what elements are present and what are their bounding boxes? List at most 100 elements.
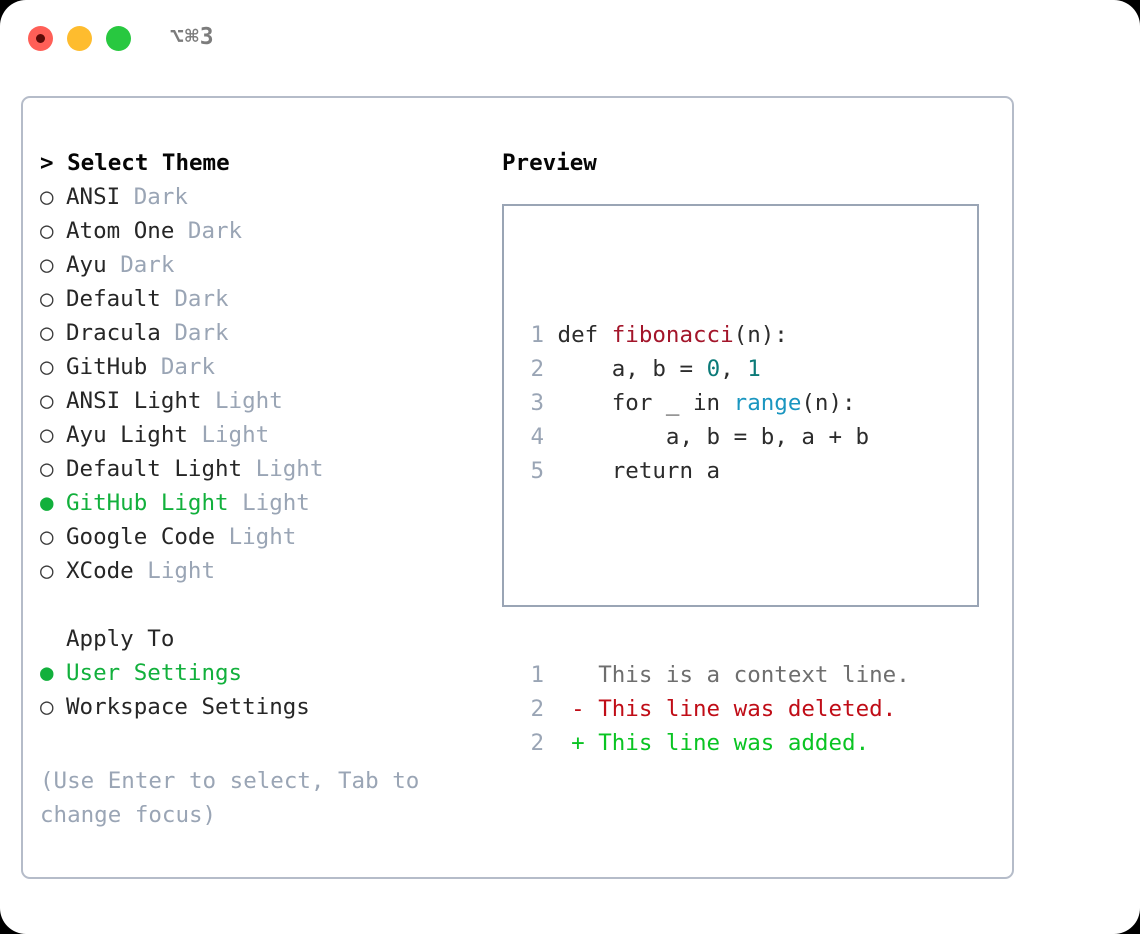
title-bar: ⌥⌘3 <box>0 0 1140 78</box>
diff-marker <box>571 662 598 688</box>
diff-line-number: 1 <box>530 662 544 688</box>
list-spacer <box>40 588 490 622</box>
diff-line: 1 This is a context line. <box>518 658 910 692</box>
code-token-plain: , <box>720 356 748 382</box>
theme-name-label: XCode <box>66 558 134 584</box>
theme-name-label: Ayu <box>66 252 107 278</box>
code-token-plain: return a <box>557 458 721 484</box>
radio-unselected-icon[interactable]: ○ <box>40 354 54 380</box>
radio-unselected-icon[interactable]: ○ <box>40 286 54 312</box>
code-token-plain: (n): <box>801 390 856 416</box>
code-token-plain: a, b = <box>557 356 707 382</box>
theme-list-item[interactable]: ○Dracula Dark <box>40 316 490 350</box>
radio-unselected-icon[interactable]: ○ <box>40 558 54 584</box>
apply-to-item[interactable]: ○ Workspace Settings <box>40 690 490 724</box>
radio-selected-icon[interactable]: ● <box>40 490 54 516</box>
radio-unselected-icon[interactable]: ○ <box>40 694 54 720</box>
code-token-builtin: range <box>733 390 802 416</box>
label-separator <box>161 320 175 346</box>
theme-list-item[interactable]: ● GitHub Light Light <box>40 486 490 520</box>
label-separator <box>134 558 148 584</box>
diff-line: 2 - This line was deleted. <box>518 692 910 726</box>
radio-unselected-icon[interactable]: ○ <box>40 524 54 550</box>
theme-name-label: GitHub Light <box>66 490 229 516</box>
code-line: 2 a, b = 0, 1 <box>518 352 910 386</box>
diff-line: 2 + This line was added. <box>518 726 910 760</box>
theme-variant-tag: Light <box>147 558 216 584</box>
label-separator <box>215 524 229 550</box>
label-separator <box>161 286 175 312</box>
apply-to-label: Workspace Settings <box>66 694 310 720</box>
gutter-space <box>544 424 558 450</box>
theme-list-item[interactable]: ○ANSI Light Light <box>40 384 490 418</box>
theme-variant-tag: Light <box>242 490 310 516</box>
diff-text: This is a context line. <box>598 662 910 688</box>
code-line-number: 4 <box>530 424 544 450</box>
radio-unselected-icon[interactable]: ○ <box>40 184 54 210</box>
window-title-shortcut: ⌥⌘3 <box>170 24 215 50</box>
label-separator <box>242 456 256 482</box>
theme-list-item[interactable]: ○ Default Dark <box>40 282 490 316</box>
close-window-button[interactable] <box>28 26 53 51</box>
theme-variant-tag: Light <box>201 422 270 448</box>
code-line-number: 5 <box>530 458 544 484</box>
code-line-number: 1 <box>530 322 544 348</box>
theme-variant-tag: Light <box>215 388 283 414</box>
theme-list-item[interactable]: ○ XCode Light <box>40 554 490 588</box>
theme-variant-tag: Light <box>255 456 324 482</box>
theme-name-label: Atom One <box>66 218 175 244</box>
code-line: 4 a, b = b, a + b <box>518 420 910 454</box>
theme-picker-column: > Select Theme ○ANSI Dark○Atom One Dark○… <box>40 146 490 724</box>
apply-to-item[interactable]: ●User Settings <box>40 656 490 690</box>
code-line: 5 return a <box>518 454 910 488</box>
gutter-space <box>544 356 558 382</box>
theme-list-item[interactable]: ○ Default Light Light <box>40 452 490 486</box>
theme-list-item[interactable]: ○GitHub Dark <box>40 350 490 384</box>
theme-list-item[interactable]: ○ Ayu Light Light <box>40 418 490 452</box>
label-separator <box>174 218 188 244</box>
code-token-plain: a, b = b, a + b <box>557 424 870 450</box>
gutter-space <box>544 458 558 484</box>
label-separator <box>188 422 202 448</box>
theme-name-label: Default <box>66 286 161 312</box>
theme-variant-tag: Dark <box>133 184 188 210</box>
theme-list: ○ANSI Dark○Atom One Dark○Ayu Dark○Defaul… <box>40 180 490 588</box>
label-separator <box>201 388 215 414</box>
maximize-window-button[interactable] <box>106 26 131 51</box>
code-token-fn: fibonacci <box>611 322 734 348</box>
diff-text: This line was deleted. <box>598 696 897 722</box>
gutter-space <box>544 730 571 756</box>
radio-unselected-icon[interactable]: ○ <box>40 252 54 278</box>
apply-to-list: ●User Settings ○ Workspace Settings <box>40 656 490 724</box>
theme-name-label: Ayu Light <box>66 422 188 448</box>
theme-variant-tag: Dark <box>174 320 229 346</box>
main-panel: > Select Theme ○ANSI Dark○Atom One Dark○… <box>21 96 1014 879</box>
theme-variant-tag: Dark <box>174 286 229 312</box>
label-separator <box>120 184 134 210</box>
label-separator <box>229 490 243 516</box>
theme-name-label: Default Light <box>66 456 243 482</box>
radio-unselected-icon[interactable]: ○ <box>40 320 54 346</box>
label-separator <box>147 354 161 380</box>
radio-unselected-icon[interactable]: ○ <box>40 456 54 482</box>
radio-unselected-icon[interactable]: ○ <box>40 218 54 244</box>
radio-unselected-icon[interactable]: ○ <box>40 388 54 414</box>
apply-to-header-marker-spacer <box>40 622 66 656</box>
theme-list-item[interactable]: ○Atom One Dark <box>40 214 490 248</box>
diff-marker: - <box>571 696 599 722</box>
gutter-space <box>544 390 558 416</box>
theme-list-item[interactable]: ○Ayu Dark <box>40 248 490 282</box>
radio-selected-icon[interactable]: ● <box>40 660 54 686</box>
theme-list-item[interactable]: ○ANSI Dark <box>40 180 490 214</box>
theme-name-label: Google Code <box>66 524 216 550</box>
radio-unselected-icon[interactable]: ○ <box>40 422 54 448</box>
code-line-number: 2 <box>530 356 544 382</box>
apply-to-header-label: Apply To <box>66 626 175 652</box>
diff-lines: 1 This is a context line.2 - This line w… <box>518 658 910 760</box>
code-line: 3 for _ in range(n): <box>518 386 910 420</box>
theme-list-item[interactable]: ○Google Code Light <box>40 520 490 554</box>
minimize-window-button[interactable] <box>67 26 92 51</box>
